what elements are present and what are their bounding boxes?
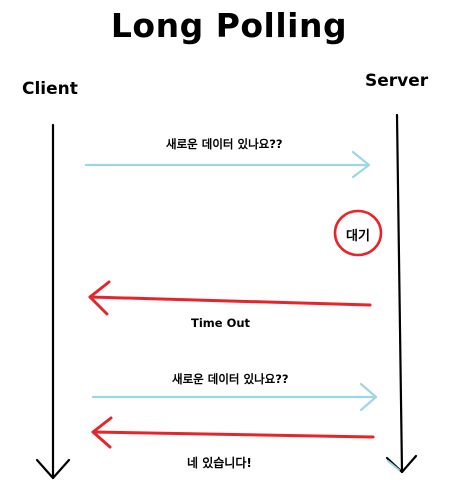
response-arrow [91, 416, 375, 449]
server-lifeline [385, 113, 418, 474]
response-label: 네 있습니다! [187, 456, 252, 470]
server-label: Server [365, 71, 429, 91]
client-lifeline [35, 123, 71, 480]
request-arrow-2 [91, 382, 378, 412]
timeout-label: Time Out [191, 316, 251, 330]
timeout-arrow [88, 280, 372, 316]
diagram-title: Long Polling [110, 6, 348, 45]
request-label-2: 새로운 데이터 있나요?? [172, 372, 289, 386]
request-label-1: 새로운 데이터 있나요?? [166, 137, 283, 151]
wait-label: 대기 [346, 229, 370, 244]
response-tick [387, 460, 400, 471]
wait-circle [333, 209, 383, 257]
request-arrow-1 [84, 150, 371, 179]
client-label: Client [22, 79, 78, 99]
